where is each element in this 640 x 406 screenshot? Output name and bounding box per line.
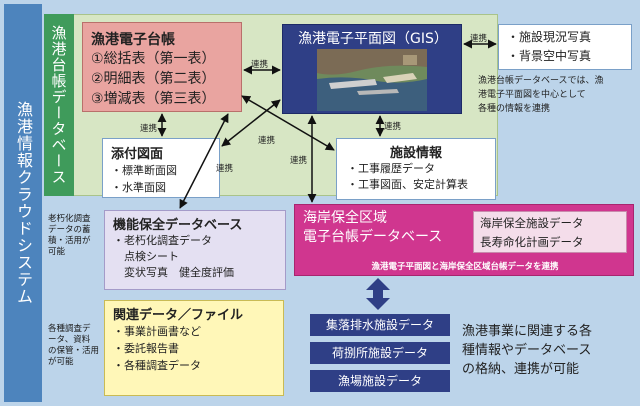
link-label: 連携: [140, 124, 158, 134]
functional-title: 機能保全データベース: [113, 218, 243, 233]
aging-note-line: 老朽化調査: [48, 214, 91, 224]
gis-note-line: 各種の情報を連携: [478, 104, 551, 114]
coastal-title: 海岸保全区域 電子台帳データベース: [303, 209, 442, 247]
link-label: 連携: [290, 156, 308, 166]
related-title: 関連データ／ファイル: [113, 308, 244, 323]
photo-box: ・施設現況写真 ・背景空中写真: [498, 24, 632, 70]
related-data-box: 関連データ／ファイル ・事業計画書など ・委託報告書 ・各種調査データ: [104, 300, 284, 396]
functional-line: 変状写真 健全度評価: [113, 266, 234, 279]
gis-note-line: 漁港台帳データベースでは、漁: [478, 76, 604, 86]
facility-line: ・工事履歴データ: [347, 162, 435, 175]
gis-note-line: 港電子平面図を中心として: [478, 90, 586, 100]
survey-note-line: ータ、資料: [48, 335, 91, 345]
attached-line: ・標準断面図: [111, 164, 177, 177]
photo-item: ・背景空中写真: [507, 49, 592, 63]
database-title: 漁港台帳データベース: [44, 14, 74, 196]
link-label: 連携: [258, 136, 276, 146]
coastal-db-box: 海岸保全区域 電子台帳データベース 海岸保全施設データ 長寿命化計画データ 漁港…: [294, 204, 634, 276]
ledger-title: 漁港電子台帳: [91, 32, 175, 48]
related-line: ・各種調査データ: [113, 359, 201, 372]
facility-title: 施設情報: [389, 146, 442, 161]
related-line: ・事業計画書など: [113, 325, 201, 338]
handling-data-box: 荷捌所施設データ: [310, 342, 450, 364]
ledger-box: 漁港電子台帳 ①総括表（第一表） ②明細表（第二表） ③増減表（第三表）: [82, 22, 242, 112]
bottom-note-line: 漁港事業に関連する各: [462, 324, 593, 339]
facility-line: ・工事図面、安定計算表: [347, 178, 468, 191]
functional-db-box: 機能保全データベース ・老朽化調査データ 点検シート 変状写真 健全度評価: [104, 210, 286, 290]
harbor-map-image: [317, 49, 427, 111]
survey-note-line: が可能: [48, 357, 74, 367]
link-label: 連携: [251, 60, 269, 70]
related-line: ・委託報告書: [113, 342, 179, 355]
survey-note-line: の保管・活用: [48, 346, 100, 356]
survey-note-line: 各種調査デ: [48, 324, 91, 334]
bottom-note-line: の格納、連携が可能: [462, 362, 580, 377]
gis-note: 漁港台帳データベースでは、漁 港電子平面図を中心として 各種の情報を連携: [478, 74, 636, 116]
facility-info-box: 施設情報 ・工事履歴データ ・工事図面、安定計算表: [336, 138, 496, 200]
link-ledger-functional: [179, 113, 229, 209]
coastal-title-line: 海岸保全区域: [303, 210, 387, 226]
functional-line: ・老朽化調査データ: [113, 234, 212, 247]
gis-box: 漁港電子平面図（GIS）: [282, 24, 462, 114]
link-ledger-facility: [241, 95, 335, 151]
gis-title: 漁港電子平面図（GIS）: [298, 31, 448, 47]
drainage-data-box: 集落排水施設データ: [310, 314, 450, 336]
coastal-sub-box: 海岸保全施設データ 長寿命化計画データ: [473, 211, 627, 253]
functional-line: 点検シート: [113, 250, 179, 263]
photo-item: ・施設現況写真: [507, 30, 592, 44]
link-label: 連携: [470, 34, 488, 44]
aging-note-line: 積・活用が: [48, 236, 91, 246]
coastal-link-note: 漁港電子平面図と海岸保全区域台帳データを連携: [371, 262, 559, 272]
bottom-note-line: 種情報やデータベース: [462, 343, 592, 358]
attached-title: 添付図面: [111, 147, 164, 162]
ledger-line: ①総括表（第一表）: [91, 51, 216, 67]
coastal-sub-line: 海岸保全施設データ: [480, 216, 584, 230]
updown-arrow: [366, 278, 390, 310]
survey-note: 各種調査デ ータ、資料 の保管・活用 が可能: [48, 324, 102, 368]
coastal-sub-line: 長寿命化計画データ: [480, 235, 584, 249]
coastal-title-line: 電子台帳データベース: [303, 229, 443, 245]
link-label: 連携: [384, 122, 402, 132]
fishing-ground-data-box: 漁場施設データ: [310, 370, 450, 392]
aging-note-line: データの蓄: [48, 225, 91, 235]
ledger-line: ③増減表（第三表）: [91, 91, 216, 107]
aging-note-line: 可能: [48, 247, 66, 257]
aging-note: 老朽化調査 データの蓄 積・活用が 可能: [48, 214, 100, 258]
link-label: 連携: [216, 164, 234, 174]
ledger-line: ②明細表（第二表）: [91, 71, 216, 87]
system-title: 漁港情報クラウドシステム: [4, 4, 42, 402]
bottom-note: 漁港事業に関連する各 種情報やデータベース の格納、連携が可能: [462, 322, 634, 379]
attached-line: ・水準面図: [111, 181, 166, 194]
